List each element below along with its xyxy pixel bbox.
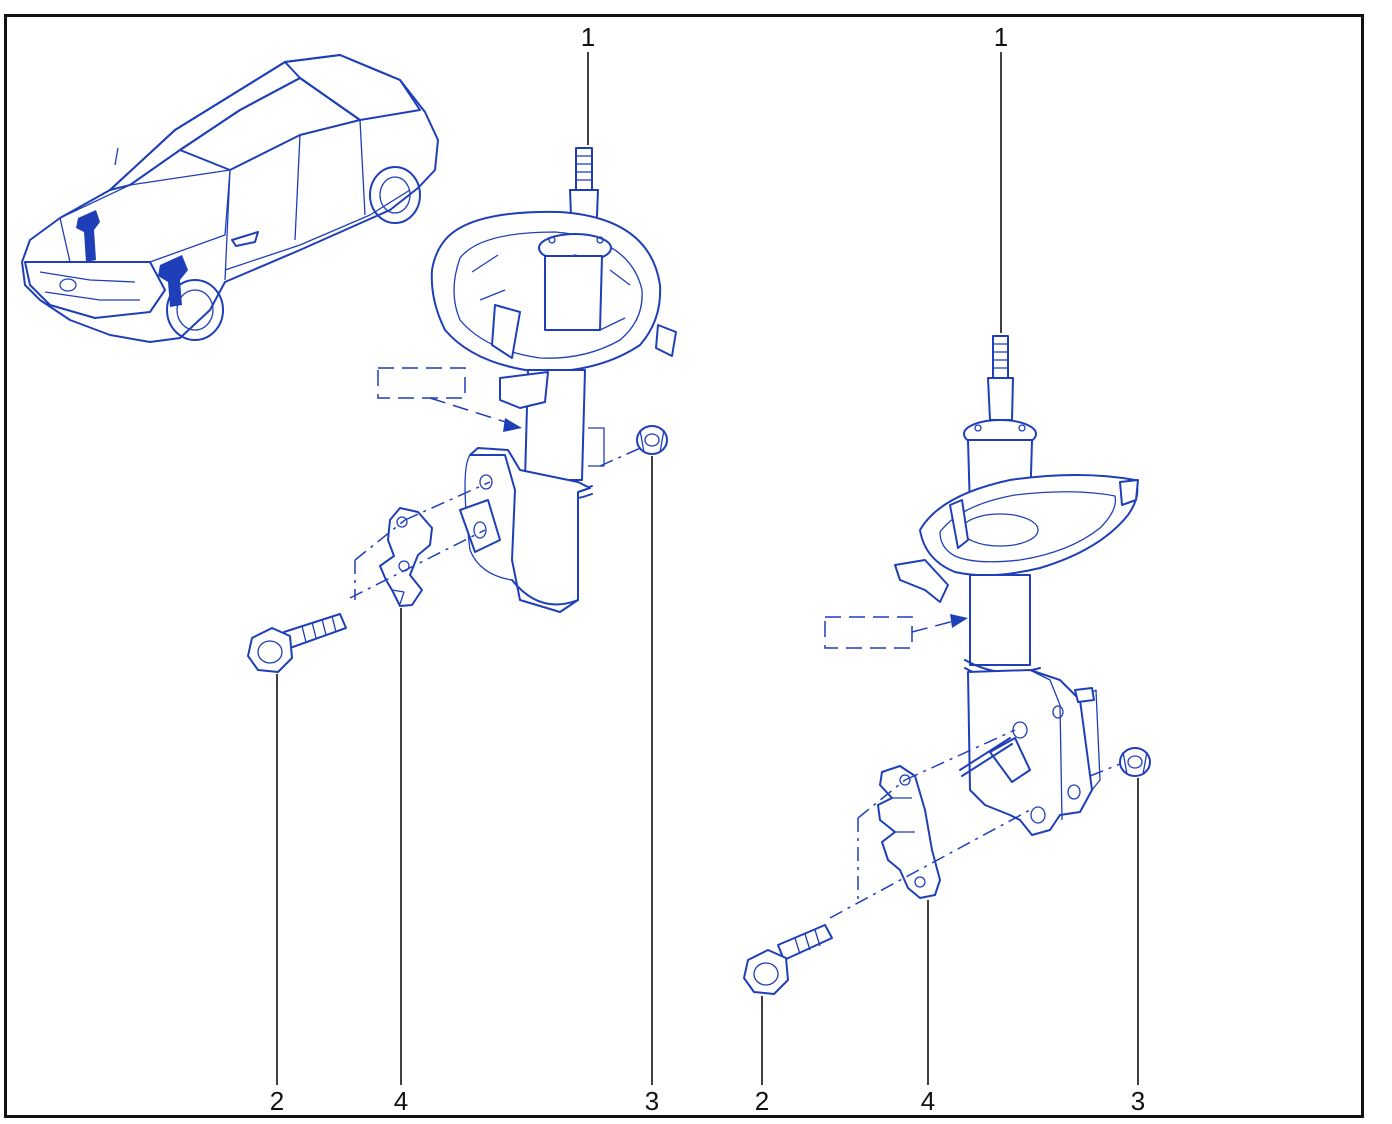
- leader-lines: [276, 52, 1139, 1085]
- right-strut-assembly: [743, 335, 1151, 995]
- car-strut-front-left: [76, 210, 100, 262]
- car-illustration: [21, 54, 439, 343]
- callout-left-bolt: 2: [270, 1086, 284, 1116]
- callout-right-top: 1: [994, 22, 1008, 52]
- callout-left-bracket: 4: [394, 1086, 408, 1116]
- callout-left-top: 1: [581, 22, 595, 52]
- callout-right-nut: 3: [1131, 1086, 1145, 1116]
- car-strut-front-right: [158, 255, 188, 307]
- callout-right-bolt: 2: [755, 1086, 769, 1116]
- diagram-frame: [4, 14, 1364, 1118]
- callout-left-nut: 3: [645, 1086, 659, 1116]
- callout-right-bracket: 4: [921, 1086, 935, 1116]
- left-strut-assembly: [247, 147, 677, 673]
